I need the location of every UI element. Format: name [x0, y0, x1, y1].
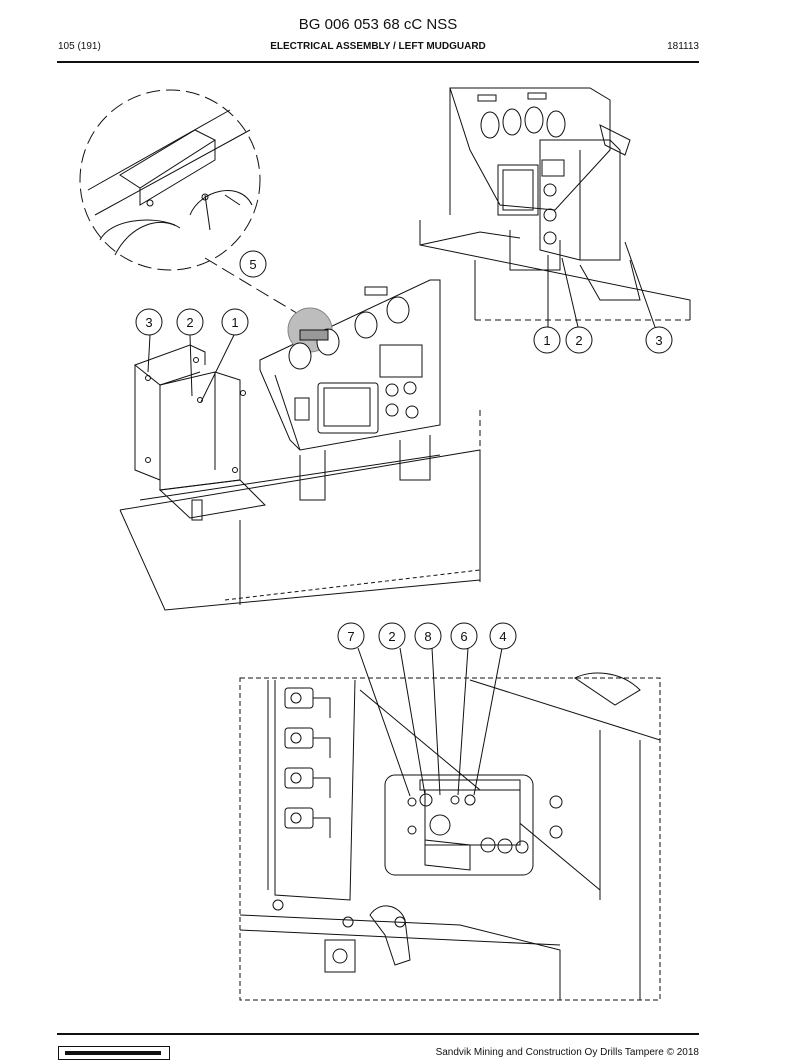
date-code: 181113	[667, 41, 699, 52]
section-title: ELECTRICAL ASSEMBLY / LEFT MUDGUARD	[270, 41, 486, 52]
header-rule	[57, 61, 699, 63]
upper-right-view	[419, 87, 691, 328]
callout-bottom-4: 4	[489, 622, 517, 650]
svg-text:6: 6	[460, 629, 467, 644]
svg-text:7: 7	[347, 629, 354, 644]
sandvik-logo	[58, 1046, 170, 1060]
svg-text:3: 3	[655, 333, 662, 348]
svg-text:4: 4	[499, 629, 506, 644]
svg-text:8: 8	[424, 629, 431, 644]
bottom-detail-view	[239, 647, 661, 1001]
svg-text:2: 2	[186, 315, 193, 330]
detail-circle-view	[79, 89, 301, 316]
footer-rule	[57, 1033, 699, 1035]
callout-5: 5	[239, 250, 267, 278]
callout-bottom-2: 2	[378, 622, 406, 650]
document-number: BG 006 053 68 cC NSS	[298, 16, 458, 33]
callout-exploded-3: 3	[135, 308, 163, 336]
callout-exploded-2: 2	[176, 308, 204, 336]
callout-bottom-6: 6	[450, 622, 478, 650]
svg-text:3: 3	[145, 315, 152, 330]
callout-upper-2: 2	[565, 326, 593, 354]
callout-upper-1: 1	[533, 326, 561, 354]
svg-text:1: 1	[543, 333, 550, 348]
svg-text:1: 1	[231, 315, 238, 330]
callout-exploded-1: 1	[221, 308, 249, 336]
page-number: 105 (191)	[58, 41, 101, 52]
callout-upper-3: 3	[645, 326, 673, 354]
callout-bottom-7: 7	[337, 622, 365, 650]
svg-text:5: 5	[249, 257, 256, 272]
callout-bottom-8: 8	[414, 622, 442, 650]
exploded-view	[119, 279, 481, 611]
svg-text:2: 2	[388, 629, 395, 644]
bolt-column	[284, 687, 331, 838]
svg-text:2: 2	[575, 333, 582, 348]
